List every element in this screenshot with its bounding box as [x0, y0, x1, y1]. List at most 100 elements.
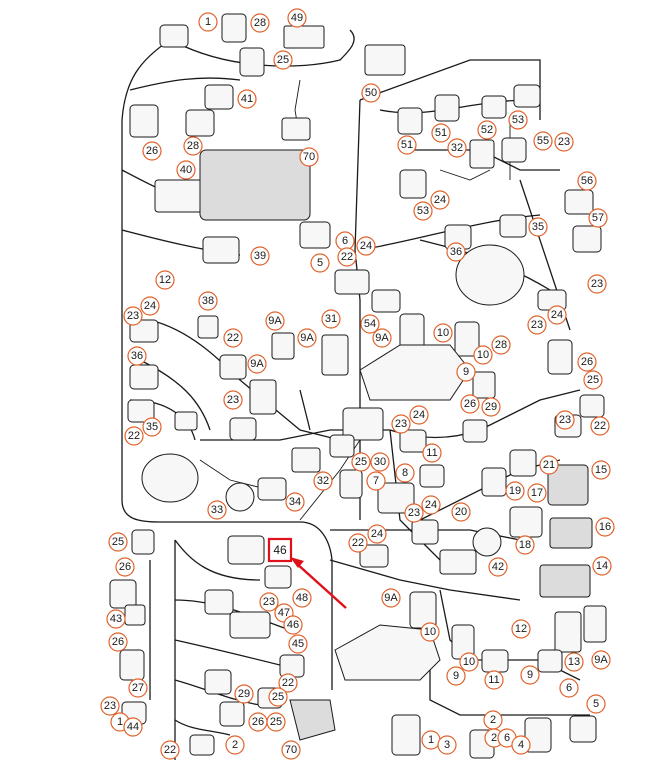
callout-circle [539, 455, 559, 475]
callout-number: 1 [205, 16, 211, 28]
callout-24: 24 [140, 296, 160, 316]
callout-22: 22 [337, 247, 357, 267]
connector-26-left [109, 579, 137, 609]
connector-23-low [411, 519, 439, 545]
callout-circle [287, 8, 307, 28]
connector-26-mid [462, 419, 488, 443]
connector-49 [283, 25, 325, 49]
connector-23-left [129, 319, 159, 343]
callout-circle [381, 588, 401, 608]
callout-circle [281, 740, 301, 760]
callout-circle [586, 694, 606, 714]
callout-44: 44 [123, 717, 143, 737]
callout-number: 23 [591, 278, 603, 290]
callout-circle [505, 481, 525, 501]
callout-52: 52 [477, 120, 497, 140]
callout-circle [100, 696, 120, 716]
connector-9a-c [249, 379, 277, 415]
callout-number: 25 [277, 54, 289, 66]
callout-53: 53 [508, 110, 528, 130]
connector-28-top [221, 13, 247, 43]
callout-25: 25 [583, 370, 603, 390]
connector-43 [124, 604, 146, 626]
callout-circle [430, 190, 450, 210]
callout-23: 23 [259, 592, 279, 612]
callout-circle [481, 397, 501, 417]
callout-5: 5 [310, 253, 330, 273]
callout-circle [348, 533, 368, 553]
callout-number: 24 [425, 499, 437, 511]
sensor-70-low [289, 699, 336, 741]
connector-57 [572, 225, 602, 253]
horn-right [455, 244, 525, 306]
connector-23-center [399, 429, 427, 453]
callout-19: 19 [505, 481, 525, 501]
callout-circle [285, 492, 305, 512]
callout-number: 36 [450, 246, 462, 258]
callout-9A: 9A [265, 311, 285, 331]
callout-number: 24 [551, 309, 563, 321]
callout-number: 10 [477, 349, 489, 361]
callout-circle [250, 13, 270, 33]
connector-22-low [359, 544, 389, 568]
callout-number: 25 [355, 456, 367, 468]
callout-number: 50 [365, 87, 377, 99]
callout-number: 25 [112, 536, 124, 548]
connector-9-low [537, 649, 563, 673]
callout-number: 9 [453, 670, 459, 682]
callout-circle [395, 463, 415, 483]
callout-circle [123, 717, 143, 737]
connector-46 [227, 535, 265, 565]
callout-circle [155, 270, 175, 290]
highlight-arrowhead [290, 557, 304, 568]
callout-number: 24 [413, 409, 425, 421]
connector-9a-a [271, 332, 295, 360]
callout-number: 33 [211, 504, 223, 516]
callout-42: 42 [488, 557, 508, 577]
connector-50 [364, 44, 406, 76]
connector-32-mid [291, 447, 321, 473]
connector-4 [524, 717, 552, 753]
highlighted-callout[interactable]: 46 [267, 537, 347, 609]
callout-23: 23 [404, 503, 424, 523]
callout-circle [266, 712, 286, 732]
callout-number: 54 [364, 318, 376, 330]
connector-35-top [499, 214, 527, 238]
callout-25: 25 [273, 50, 293, 70]
callout-circle [590, 416, 610, 436]
callout-11: 11 [484, 670, 504, 690]
callout-circle [508, 110, 528, 130]
callout-34: 34 [285, 492, 305, 512]
callout-6: 6 [559, 678, 579, 698]
callout-circle [372, 328, 392, 348]
callout-circle [460, 394, 480, 414]
connector-1 [159, 24, 189, 48]
callout-30: 30 [370, 452, 390, 472]
callout-number: 24 [434, 194, 446, 206]
callout-number: 26 [252, 716, 264, 728]
highlight-box[interactable] [267, 537, 293, 563]
callout-number: 2 [491, 732, 497, 744]
callout-28: 28 [491, 335, 511, 355]
connector-32-top [469, 139, 495, 169]
connector-26-bl [219, 701, 245, 727]
callout-22: 22 [590, 416, 610, 436]
callout-number: 6 [504, 732, 510, 744]
callout-23: 23 [100, 696, 120, 716]
module-40 [154, 179, 206, 213]
callout-number: 23 [559, 414, 571, 426]
callout-number: 35 [532, 221, 544, 233]
callout-35: 35 [528, 217, 548, 237]
callout-25: 25 [108, 532, 128, 552]
callout-43: 43 [106, 609, 126, 629]
callout-number: 52 [481, 124, 493, 136]
callout-circle [527, 483, 547, 503]
callout-number: 32 [317, 475, 329, 487]
connector-45 [279, 654, 305, 678]
callout-circle [413, 201, 433, 221]
connector-25-right [579, 394, 605, 418]
callout-circle [527, 315, 547, 335]
callout-28: 28 [250, 13, 270, 33]
callout-circle [297, 328, 317, 348]
callout-circle [127, 346, 147, 366]
